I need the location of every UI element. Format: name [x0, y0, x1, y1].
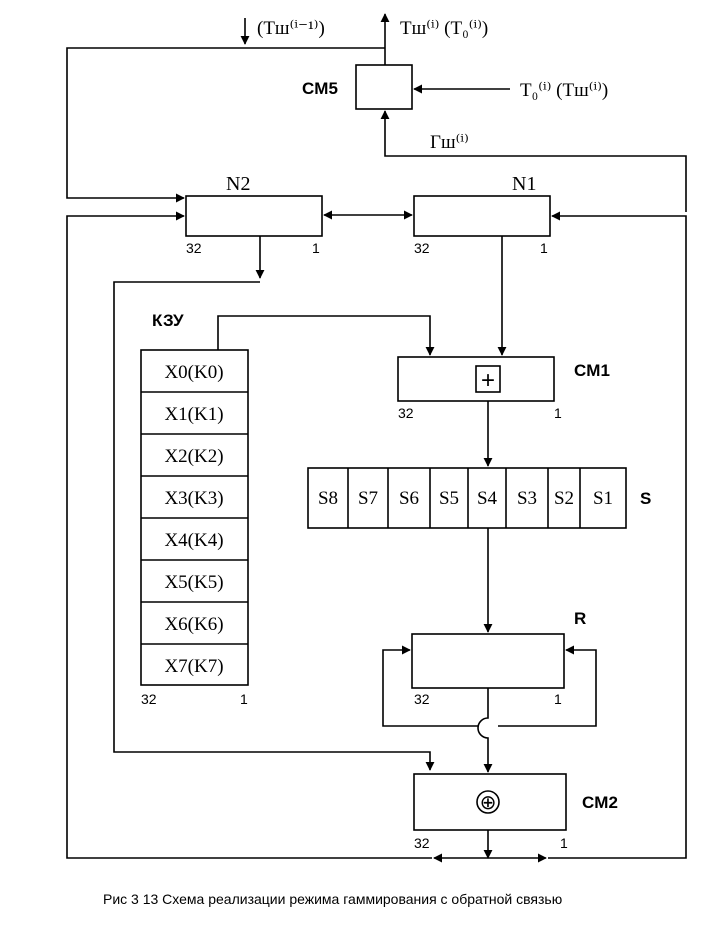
cm2-bit-right: 1: [560, 835, 568, 851]
right-loop-into-n1: [548, 211, 687, 859]
top-input-label: (Tш⁽ⁱ⁻¹⁾): [257, 18, 325, 39]
n1-bit-left: 32: [414, 240, 430, 256]
kzu-label: КЗУ: [152, 311, 184, 330]
r-right-shift-loop: [498, 645, 597, 727]
kzu-cell: X4(K4): [164, 530, 223, 551]
s-box-row: S8 S7 S6 S5 S4 S3 S2 S1: [307, 467, 627, 529]
n2-register: [185, 195, 323, 237]
n2-bit-right: 1: [312, 240, 320, 256]
cm1-symbol: +: [481, 367, 495, 394]
cm1-bit-left: 32: [398, 405, 414, 421]
r-register: [411, 633, 565, 689]
kzu-cell: X5(K5): [164, 572, 223, 593]
cm2-symbol: ⊕: [480, 792, 497, 814]
gamma-feedback-line: [380, 110, 687, 212]
n1-label: N1: [512, 173, 536, 195]
kzu-to-cm1-line: [217, 315, 435, 356]
n1-bit-right: 1: [540, 240, 548, 256]
kzu-cell: X7(K7): [164, 656, 223, 677]
r-label: R: [574, 609, 586, 628]
s-cell: S4: [477, 488, 498, 509]
cm1-bit-right: 1: [554, 405, 562, 421]
s-cell: S5: [439, 488, 459, 509]
kzu-cell: X3(K3): [164, 488, 223, 509]
cm5-label: CM5: [302, 79, 338, 98]
left-loop-into-n2: [66, 211, 432, 859]
cm1-plus-box: [475, 365, 501, 393]
s-cell: S1: [593, 488, 613, 509]
cm2-bit-left: 32: [414, 835, 430, 851]
r-bit-right: 1: [554, 691, 562, 707]
kzu-cell: X1(K1): [164, 404, 223, 425]
s-cell: S3: [517, 488, 537, 509]
s-cell: S8: [318, 488, 338, 509]
kzu-cell: X0(K0): [164, 362, 223, 383]
top-to-n2-line: [66, 47, 385, 203]
cm2-label: CM2: [582, 793, 618, 812]
kzu-bit-left: 32: [141, 691, 157, 707]
kzu-memory: X0(K0) X1(K1) X2(K2) X3(K3) X4(K4) X5(K5…: [140, 349, 249, 686]
cm1-label: CM1: [574, 361, 610, 380]
kzu-bit-right: 1: [240, 691, 248, 707]
n2-label: N2: [226, 173, 250, 195]
cm2-xor-circle: [476, 790, 500, 814]
s-cell: S2: [554, 488, 574, 509]
gamma-label: Гш⁽ⁱ⁾: [430, 132, 469, 153]
kzu-cell: X6(K6): [164, 614, 223, 635]
s-cell: S7: [358, 488, 378, 509]
top-output-label: Tш⁽ⁱ⁾ (T₀⁽ⁱ⁾): [400, 18, 488, 39]
r-left-shift-loop: [382, 645, 478, 727]
kzu-cell: X2(K2): [164, 446, 223, 467]
cm2-adder: [413, 773, 567, 831]
cm5-block: [355, 64, 413, 110]
figure-caption: Рис 3 13 Схема реализации режима гаммиро…: [103, 891, 562, 907]
n2-to-cm2-line: [113, 281, 435, 771]
r-bit-left: 32: [414, 691, 430, 707]
s-box-label: S: [640, 489, 651, 508]
r-to-cm2-arrow: [477, 688, 493, 773]
n1-register: [413, 195, 551, 237]
right-input-label: T₀⁽ⁱ⁾ (Tш⁽ⁱ⁾): [520, 80, 608, 101]
n2-bit-left: 32: [186, 240, 202, 256]
s-cell: S6: [399, 488, 419, 509]
s-box-block: [307, 467, 627, 529]
